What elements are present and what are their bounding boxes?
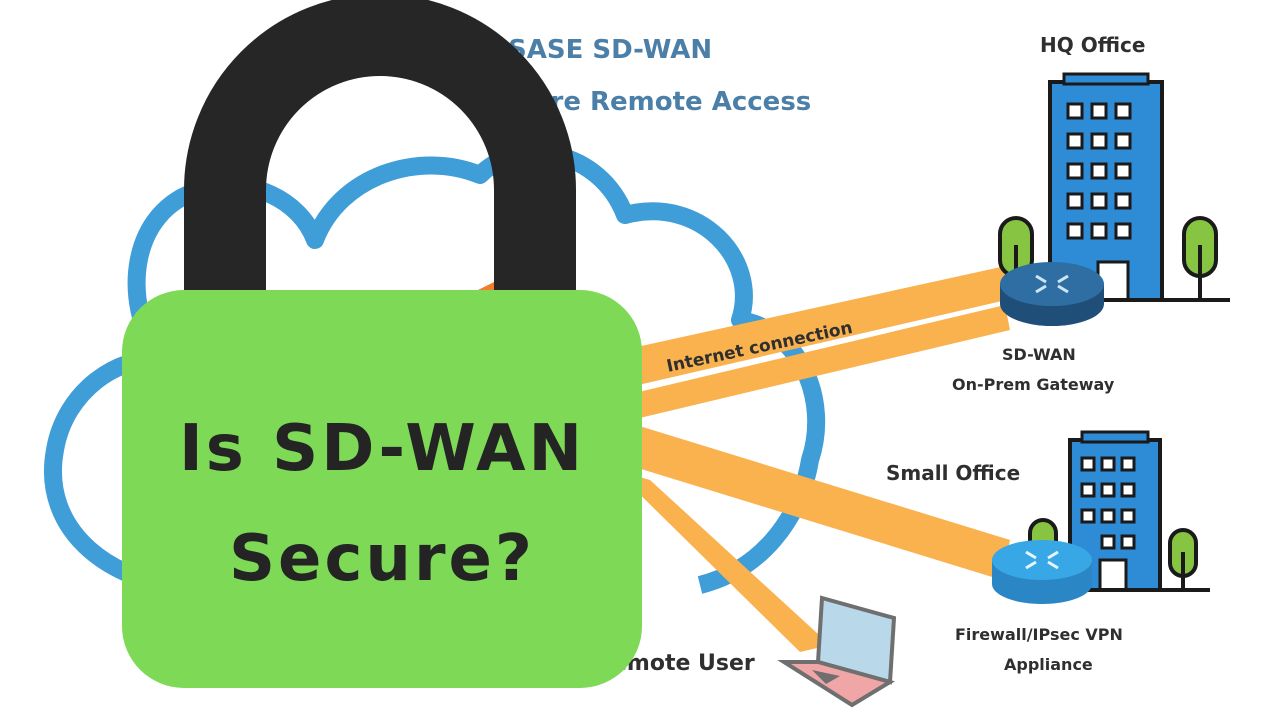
firewall-router-icon: [992, 540, 1092, 604]
padlock-icon: Is SD-WAN Secure?: [122, 0, 642, 688]
lock-headline-line2: Secure?: [229, 522, 535, 596]
gateway-label-line2: On-Prem Gateway: [952, 375, 1115, 394]
connection-hq-upper: [600, 265, 1015, 392]
sdwan-gateway-router-icon: [1000, 262, 1104, 326]
small-office-label: Small Office: [886, 461, 1020, 485]
padlock-body: [122, 290, 642, 688]
connection-remote-user: [615, 470, 830, 652]
connection-lines: [478, 265, 1015, 652]
gateway-label-line1: SD-WAN: [1002, 345, 1076, 364]
connection-hq-lower: [605, 305, 1010, 425]
firewall-label-line1: Firewall/IPsec VPN: [955, 625, 1123, 644]
padlock-shackle: [184, 0, 576, 330]
tree-icon: [1168, 528, 1198, 590]
lock-headline-line1: Is SD-WAN: [179, 412, 585, 486]
diagram-title-line1: SASE SD-WAN: [508, 35, 712, 65]
hq-office-label: HQ Office: [1040, 33, 1145, 57]
connection-small-office: [612, 420, 1010, 580]
tree-icon: [1182, 216, 1218, 300]
laptop-icon: [777, 595, 897, 708]
small-office-building-icon: [1030, 430, 1210, 592]
remote-user-label: emote User: [612, 651, 755, 676]
diagram-title-line2: ure Remote Access: [532, 87, 811, 117]
hq-building-icon: [1010, 72, 1230, 302]
firewall-label-line2: Appliance: [1004, 655, 1093, 674]
